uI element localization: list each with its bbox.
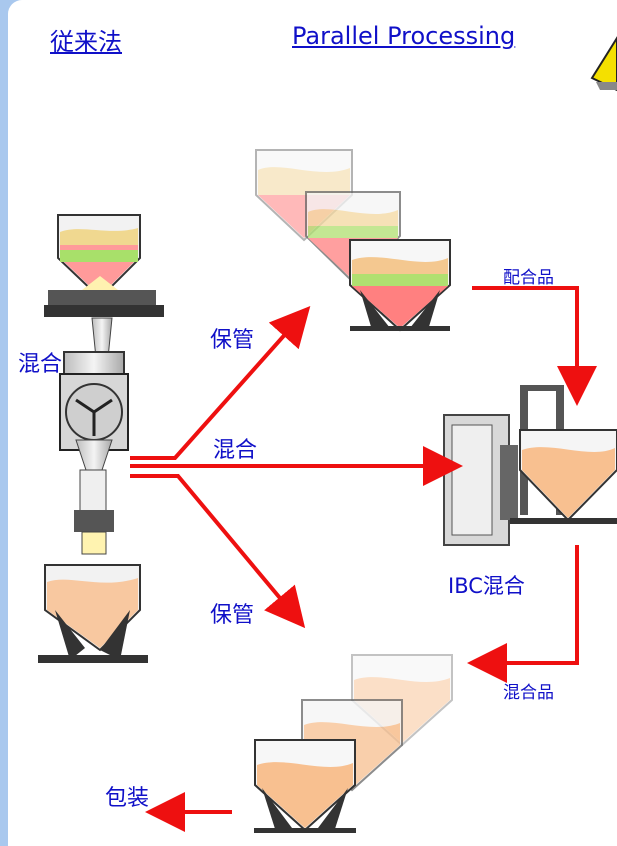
arrow-blender-to-stack: [467, 545, 579, 683]
label-mix-middle: 混合: [213, 438, 258, 463]
label-packaging: 包装: [105, 786, 150, 811]
label-blended-lower: 混合品: [503, 683, 554, 703]
label-blended-upper: 配合品: [503, 268, 554, 288]
flow-arrows: [130, 286, 597, 832]
arrow-blended-to-blender: [472, 286, 597, 406]
header-parallel-processing: Parallel Processing: [292, 22, 516, 50]
ibc-blender-equipment: [443, 385, 617, 546]
header-conventional: 従来法: [50, 28, 122, 56]
label-store-lower: 保管: [210, 603, 255, 628]
stored-ibc-stack-upper: [255, 149, 451, 332]
ibc-stack-lower: [254, 654, 453, 833]
label-store-upper: 保管: [210, 328, 255, 353]
label-ibc-mix: IBC混合: [448, 574, 525, 598]
arrow-to-storage-upper: [130, 306, 311, 460]
conventional-blender-equipment: [38, 214, 164, 663]
arrow-to-storage-lower: [130, 474, 306, 629]
warning-icon: [590, 36, 617, 92]
label-mix-left: 混合: [18, 352, 63, 377]
